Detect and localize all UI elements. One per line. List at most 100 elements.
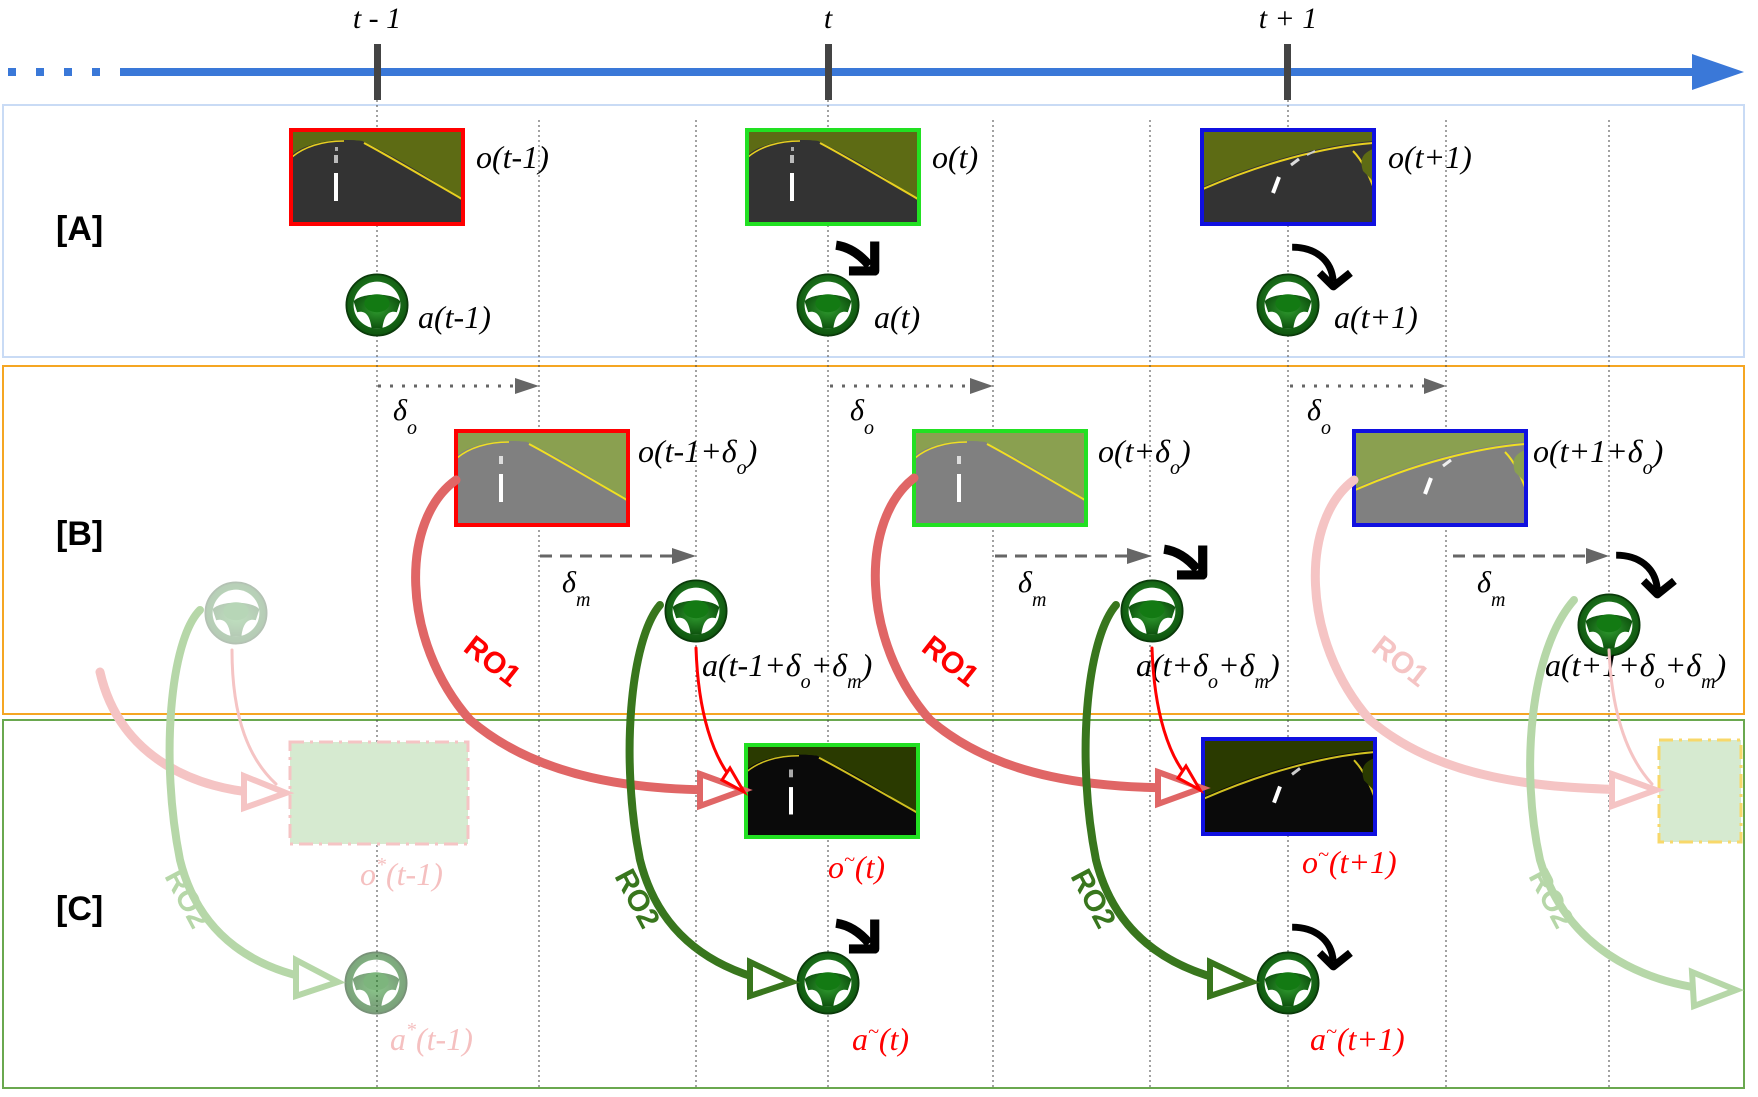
predicted-observation-frame <box>1201 737 1377 836</box>
steering-wheel-icon <box>1256 951 1320 1015</box>
observation-label: o(t+1+δo) <box>1533 433 1663 479</box>
ro1-label: RO1 <box>458 630 527 694</box>
predicted-observation-label: o~(t) <box>828 849 885 885</box>
predicted-action-label: a~(t) <box>852 1021 909 1057</box>
timeline-dot <box>64 68 72 76</box>
time-guides <box>376 100 1610 1088</box>
action-to-obs-arrowhead <box>719 765 749 796</box>
action-label: a(t+1) <box>1334 299 1418 335</box>
timeline-axis <box>128 68 1698 76</box>
ro1-arrow <box>870 473 1185 793</box>
observation-label: o(t+δo) <box>1098 433 1191 479</box>
delta-o-arrowhead <box>1424 378 1446 394</box>
predicted-action-label: a*(t-1) <box>390 1019 473 1057</box>
ro2-arrowhead <box>1207 957 1261 1001</box>
ro2-arrow-faded <box>1526 596 1720 994</box>
ro1-arrowhead <box>697 769 753 811</box>
steering-wheel-icon <box>796 273 860 337</box>
delta-m-arrowhead <box>672 548 696 564</box>
steering-wheel-icon <box>345 273 409 337</box>
observation-label: o(t) <box>932 139 978 175</box>
ro1-arrowhead-faded <box>241 771 295 813</box>
panel-a-content: o(t-1) o(t) o(t+1) a(t-1) a(t) a(t+1) <box>289 128 1472 337</box>
timeline: t - 1 t t + 1 <box>8 2 1744 100</box>
steering-wheel-icon <box>664 579 728 643</box>
ro2-arrow <box>1081 601 1236 986</box>
action-label: a(t+δo+δm) <box>1136 647 1280 693</box>
observation-frame <box>454 429 630 527</box>
observation-frame <box>289 128 465 226</box>
action-label: a(t-1+δo+δm) <box>702 647 872 693</box>
panel-c-label: [C] <box>56 890 103 928</box>
observation-frame <box>1200 128 1376 226</box>
action-to-obs-arrow-faded <box>1607 648 1654 786</box>
ro1-arrow <box>411 475 725 795</box>
steering-wheel-icon-faded <box>204 581 268 645</box>
predicted-observation-placeholder <box>288 740 470 846</box>
delta-m-label: δm <box>1018 566 1046 611</box>
ro2-arrowhead <box>747 957 801 1001</box>
delta-m-label: δm <box>1477 566 1505 611</box>
observation-frame <box>912 429 1088 527</box>
action-label: a(t) <box>874 299 920 335</box>
action-to-obs-arrowhead <box>1175 763 1205 794</box>
timeline-tick <box>1284 44 1291 100</box>
ro1-arrows <box>95 473 1665 813</box>
turn-hard-right-arrow-icon <box>1616 555 1674 594</box>
panel-b-content: δo δo δo δm δm δm o(t-1+δo) o(t+δo) <box>204 378 1726 693</box>
panel-b <box>2 365 1745 715</box>
ro1-arrow-faded <box>95 667 267 798</box>
predicted-observation-frame <box>744 743 920 839</box>
panel-c-content: o*(t-1) o~(t) o~(t+1) a*(t-1) a~(t) a~(t… <box>288 737 1743 1057</box>
predicted-observation-label: o~(t+1) <box>1302 844 1397 880</box>
observation-label: o(t+1) <box>1388 139 1472 175</box>
steering-wheel-icon <box>796 951 860 1015</box>
ro1-label: RO1 <box>916 630 985 694</box>
steering-wheel-icon <box>1256 273 1320 337</box>
action-label: a(t-1) <box>418 299 491 335</box>
steering-wheel-icon <box>1120 579 1184 643</box>
tick-label-t-minus-1: t - 1 <box>353 2 401 35</box>
tick-label-t: t <box>824 2 833 35</box>
turn-right-arrow-icon <box>836 242 875 271</box>
panel-a-label: [A] <box>56 210 103 248</box>
ro1-arrow-faded <box>1310 475 1639 795</box>
action-to-obs-arrow-faded <box>230 648 278 786</box>
panel-b-label: [B] <box>56 515 103 553</box>
turn-right-arrow-icon <box>836 920 875 949</box>
turn-right-arrow-icon <box>1164 546 1203 575</box>
ro1-label-faded: RO1 <box>1366 630 1435 694</box>
ro2-arrowhead-faded <box>293 955 346 1001</box>
timeline-dot <box>36 68 44 76</box>
delta-o-label: δo <box>850 394 874 439</box>
ro1-arrowhead-faded <box>1609 769 1665 811</box>
delta-m-arrowhead <box>1586 548 1609 564</box>
delta-o-arrowhead <box>515 378 539 394</box>
panel-a <box>2 104 1745 358</box>
timeline-dot <box>92 68 100 76</box>
delta-o-label: δo <box>1307 394 1331 439</box>
ro2-arrows <box>165 596 1745 1011</box>
ro2-arrowhead-faded <box>1688 967 1745 1011</box>
timeline-arrowhead <box>1692 54 1744 90</box>
delta-o-label: δo <box>393 394 417 439</box>
ro2-arrow <box>625 601 776 986</box>
predicted-observation-placeholder <box>1657 738 1743 844</box>
observation-label: o(t-1+δo) <box>638 433 757 479</box>
tick-label-t-plus-1: t + 1 <box>1259 2 1318 35</box>
delta-m-arrowhead <box>1127 548 1152 564</box>
ro2-arrow-faded <box>165 606 322 984</box>
steering-wheel-icon-faded <box>344 951 408 1015</box>
timeline-dot <box>8 68 16 76</box>
panel-c <box>2 719 1745 1089</box>
observation-frame <box>1352 429 1528 527</box>
timeline-tick <box>374 44 381 100</box>
predicted-observation-label: o*(t-1) <box>360 854 443 892</box>
predicted-action-label: a~(t+1) <box>1310 1021 1405 1057</box>
timeline-dot <box>120 68 128 76</box>
delta-m-label: δm <box>562 566 590 611</box>
observation-label: o(t-1) <box>476 139 549 175</box>
timeline-tick <box>825 44 832 100</box>
action-label: a(t+1+δo+δm) <box>1545 647 1726 693</box>
